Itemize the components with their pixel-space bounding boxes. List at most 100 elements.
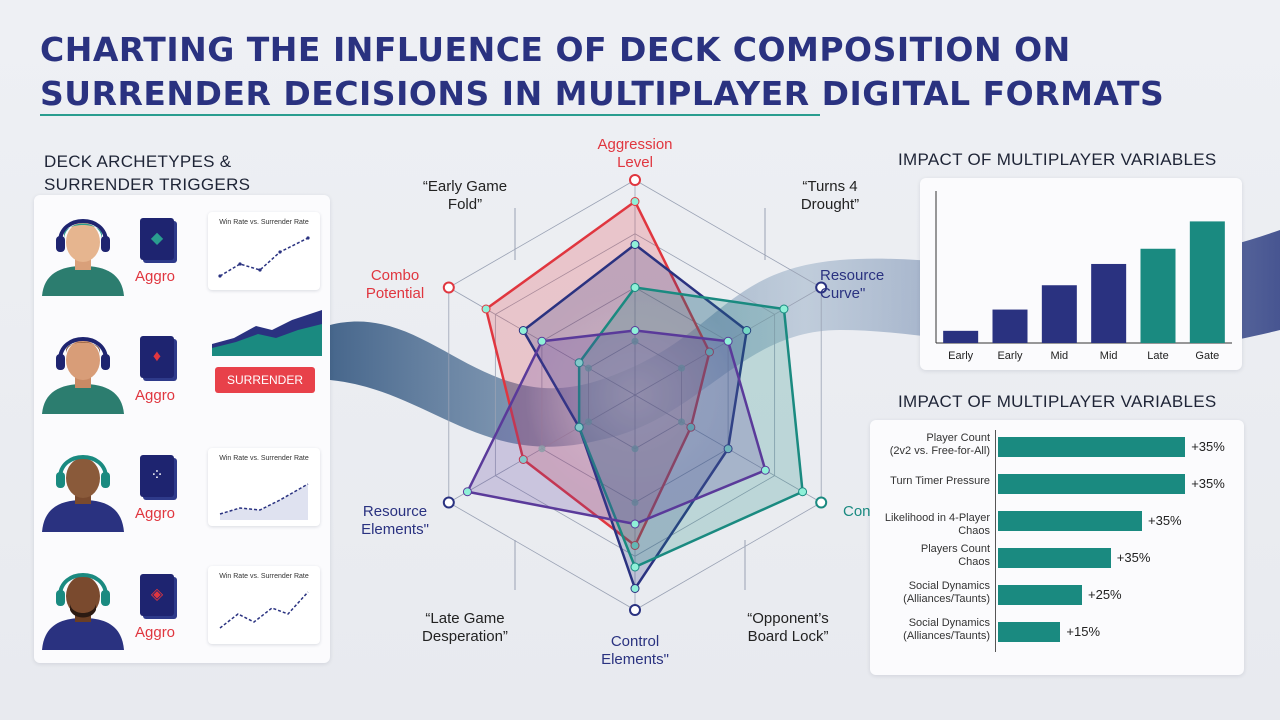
vertical-bar-chart: Early Early Mid Mid Late Gate [935, 191, 1232, 362]
radar-point [630, 519, 640, 529]
mini-chart-title: Win Rate vs. Surrender Rate [219, 219, 309, 226]
bar [1091, 263, 1127, 343]
radar-grid-node [631, 499, 639, 506]
radar-point [537, 336, 547, 346]
archetype-label: Aggro [135, 387, 176, 404]
radar-point [481, 304, 491, 314]
radar-axis-endpoint [442, 281, 455, 294]
radar-grid-node [678, 364, 686, 372]
radar-point [630, 326, 640, 335]
mini-line-chart [219, 591, 309, 629]
radar-point [630, 240, 640, 249]
player-avatar-icon [42, 337, 124, 414]
bar-value-label: +35% [1116, 550, 1151, 565]
radar-point [798, 487, 808, 497]
radar-axis-endpoint [815, 281, 828, 294]
bar-value-label: +35% [1148, 513, 1182, 528]
bar-value-label: +35% [1191, 476, 1225, 491]
trigger-line: “Turns 4 [802, 178, 858, 195]
radar-axis-endpoint [442, 496, 455, 509]
axis-label-line: Elements" [361, 521, 429, 538]
trigger-line: Desperation” [422, 628, 508, 645]
archetypes-heading-line2: SURRENDER TRIGGERS [44, 175, 251, 194]
radar-axis-endpoint [629, 174, 641, 186]
bar [998, 437, 1186, 457]
radar-grid-node [631, 445, 639, 453]
radar-grid-node [538, 445, 546, 453]
radar-point [630, 283, 640, 292]
archetypes-heading-line1: DECK ARCHETYPES & [44, 152, 232, 171]
x-tick-label: Gate [1195, 350, 1219, 362]
deck-icon: ◈ [140, 574, 174, 616]
radar-grid-node [631, 337, 639, 345]
axis-label-line: Combo [370, 267, 420, 284]
radar-point [704, 347, 714, 357]
area-trend-icon [212, 310, 322, 356]
mini-chart-title: Win Rate vs. Surrender Rate [219, 455, 309, 462]
archetype-label: Aggro [135, 268, 176, 285]
radar-point [630, 584, 640, 593]
x-tick-label: Mid [1100, 350, 1118, 362]
radar-grid-node [678, 418, 686, 426]
radar-point [630, 562, 640, 572]
bar [998, 511, 1142, 531]
axis-label-line: Control [610, 633, 660, 650]
bar [1140, 248, 1176, 343]
axis-label-line: Resource [362, 503, 428, 520]
radar-point [742, 326, 752, 335]
bar-axis-line [995, 430, 996, 467]
radar-point [723, 444, 733, 454]
x-tick-label: Mid [1050, 350, 1068, 362]
trigger-line: Board Lock” [747, 628, 829, 645]
deck-icon: ♦ [140, 336, 174, 378]
axis-label-line: Level [617, 154, 653, 171]
bar [1189, 221, 1225, 343]
x-tick-label: Early [997, 350, 1023, 362]
mini-chart-title: Win Rate vs. Surrender Rate [219, 573, 309, 580]
x-tick-label: Early [948, 350, 974, 362]
radar-point [630, 541, 640, 550]
trigger-line: “Opponent’s [747, 610, 829, 627]
mini-chart-card: Win Rate vs. Surrender Rate [208, 212, 320, 290]
mini-line-chart [218, 236, 310, 278]
radar-point [462, 487, 472, 497]
x-tick-label: Late [1147, 350, 1168, 362]
mini-chart-card: Win Rate vs. Surrender Rate [208, 448, 320, 526]
bar-axis-line [995, 541, 996, 578]
bar-axis-line [995, 467, 996, 504]
trigger-line: “Late Game [425, 610, 505, 627]
surrender-button[interactable]: SURRENDER [215, 367, 315, 393]
bar-category-label: Social Dynamics(Alliances/Taunts) [903, 617, 990, 642]
player-avatar-icon [42, 455, 124, 532]
radar-point [518, 326, 528, 335]
bar-value-label: +25% [1088, 587, 1122, 602]
radar-chart [442, 174, 828, 616]
bar-category-label: Turn Timer Pressure [890, 475, 990, 487]
axis-label-line: Curve" [820, 285, 866, 302]
bar-category-label: Likelihood in 4-Player Chaos [884, 512, 990, 537]
mini-line-chart [219, 483, 309, 520]
vertical-bars-heading: IMPACT OF MULTIPLAYER VARIABLES [898, 150, 1217, 169]
bar [992, 309, 1028, 343]
radar-point [630, 197, 640, 206]
horizontal-bars-heading: IMPACT OF MULTIPLAYER VARIABLES [898, 392, 1217, 411]
bar [998, 585, 1082, 605]
archetype-label: Aggro [135, 505, 176, 522]
radar-point [779, 304, 789, 314]
trigger-line: “Early Game [422, 178, 508, 195]
radar-axis-endpoint [815, 496, 828, 509]
radar-point [518, 455, 528, 464]
radar-axis-endpoint [629, 604, 641, 616]
axis-label-line: Potential [365, 285, 425, 302]
title-underline [40, 114, 820, 116]
axis-label-line: Aggression [597, 136, 673, 153]
radar-point [723, 336, 733, 346]
bar [943, 330, 979, 343]
radar-point [686, 422, 696, 432]
archetype-label: Aggro [135, 624, 176, 641]
deck-icon: ◆ [140, 218, 174, 260]
